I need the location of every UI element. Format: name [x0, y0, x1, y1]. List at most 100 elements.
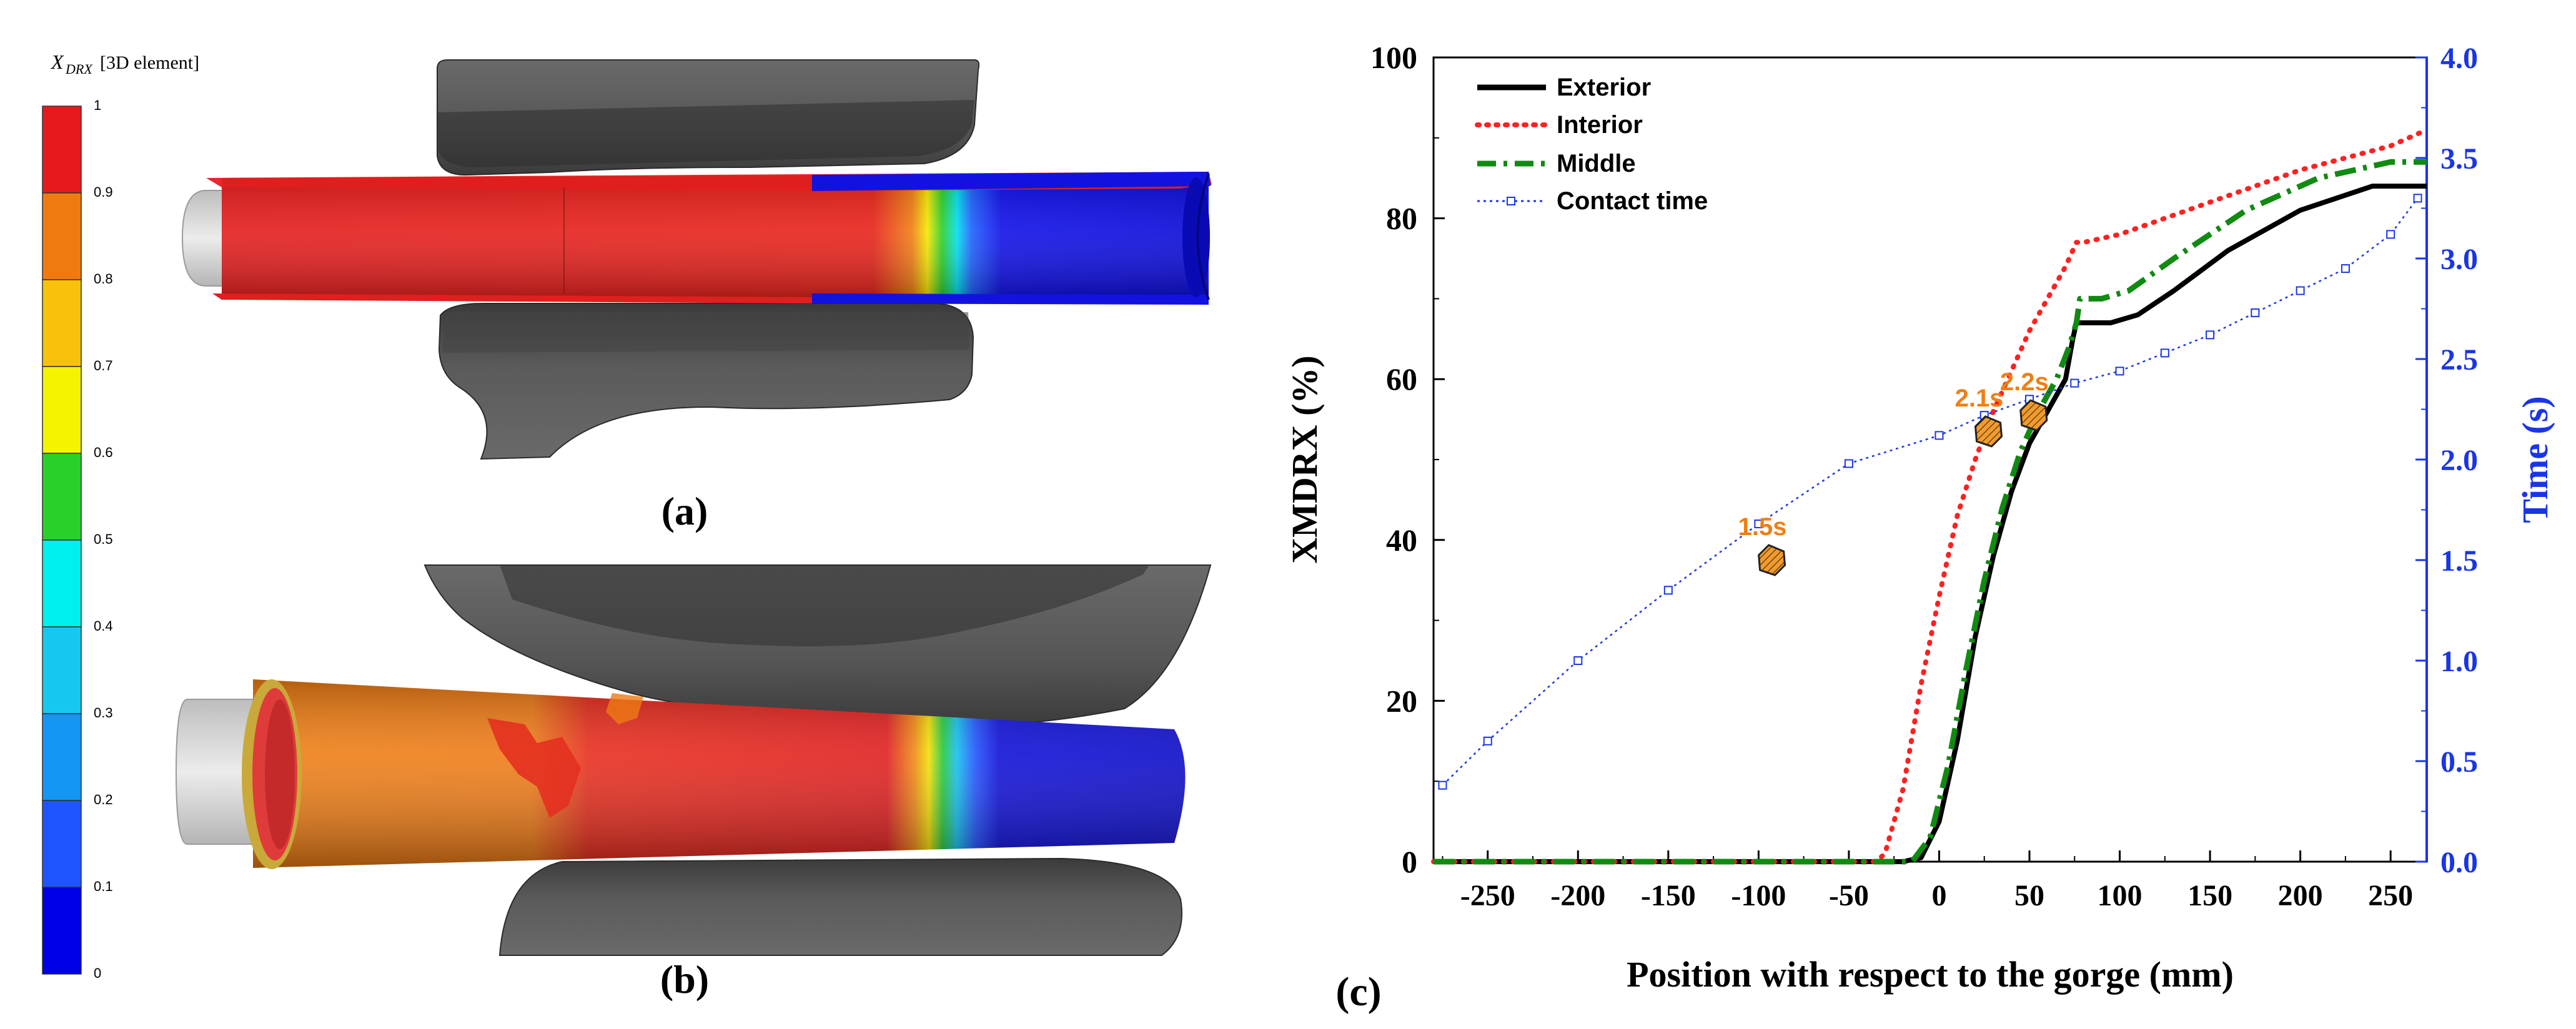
colorbar-segment: [42, 713, 82, 801]
colorbar-title-var: X: [50, 51, 64, 73]
contact-time-point: [1573, 656, 1583, 665]
y2-tick-label: 2.5: [2440, 343, 2478, 377]
series-line-contact-time: [1442, 197, 2419, 786]
contact-time-point: [2296, 286, 2305, 295]
colorbar-tick-label: 1: [94, 97, 101, 113]
contact-time-point: [2115, 367, 2124, 376]
roll-bottom-b: [498, 857, 1182, 956]
colorbar-segment: [42, 887, 82, 975]
roll-bottom-a-face: [442, 312, 969, 353]
x-tick-label: -250: [1460, 879, 1515, 912]
x-tick-label: 0: [1931, 879, 1946, 912]
legend: Exterior Interior Middle Contact time: [1475, 74, 1708, 215]
y-tick-label: 60: [1386, 362, 1417, 396]
tube-b-patch: [487, 718, 581, 818]
y2-tick-label: 4.0: [2440, 42, 2478, 75]
annotation-label: 1.5s: [1738, 513, 1787, 541]
x-tick-label: -200: [1550, 879, 1605, 912]
colorbar-tick-label: 0.7: [94, 358, 113, 373]
colorbar-segment: [42, 279, 82, 367]
colorbar: X DRX [3D element] 10.90.80.70.60.50.40.…: [42, 51, 199, 981]
series-layer: [1431, 127, 2429, 865]
colorbar-tick-label: 0.1: [94, 879, 113, 894]
mandrel-b: [175, 699, 263, 845]
tube-b-bore-shade: [265, 699, 295, 849]
roll-top-a-shadow: [437, 100, 974, 167]
panel-label-a: (a): [661, 489, 708, 533]
x-tick-label: -50: [1829, 879, 1869, 912]
x-axis: -250 -200 -150 -100 -50 0 50 100 150 200 250: [1442, 850, 2413, 912]
annotation-marker: [2019, 399, 2048, 431]
y2-tick-label: 2.0: [2440, 444, 2478, 477]
contact-time-point: [2070, 378, 2079, 388]
series-line-interior: [1431, 127, 2429, 864]
y-tick-label: 80: [1386, 201, 1417, 236]
annotation-marker: [1974, 415, 2003, 448]
colorbar-segment: [42, 539, 82, 628]
y-axis-left: 0 20 40 60 80 100: [1370, 40, 1445, 879]
series-line-middle: [1434, 159, 2427, 865]
y2-tick-label: 3.0: [2440, 243, 2478, 276]
tube-a-end-edge: [1196, 173, 1210, 300]
contact-time-point: [1754, 519, 1763, 529]
y2-tick-label: 3.5: [2440, 142, 2478, 175]
annotation-label: 2.2s: [2000, 368, 2049, 396]
colorbar-tick-label: 0.4: [94, 618, 113, 634]
legend-label-middle: Middle: [1557, 150, 1636, 177]
colorbar-segment: [42, 800, 82, 888]
contact-time-point: [2251, 308, 2260, 317]
colorbar-tick-label: 0.6: [94, 445, 113, 460]
y-axis-title: XMDRX (%): [1284, 355, 1325, 563]
x-tick-label: 50: [2014, 879, 2044, 912]
chart-c: -250 -200 -150 -100 -50 0 50 100 150 200 250 0 20 40…: [1284, 40, 2555, 1015]
colorbar-tick-label: 0.2: [94, 792, 113, 807]
annotations: 1.5s2.1s2.2s: [1738, 368, 2049, 576]
legend-label-exterior: Exterior: [1557, 74, 1651, 101]
colorbar-tick-label: 0.3: [94, 705, 113, 721]
x-tick-label: -100: [1731, 879, 1786, 912]
x-axis-title: Position with respect to the gorge (mm): [1627, 954, 2234, 995]
tube-b-patch-2: [606, 693, 643, 724]
x-tick-label: 250: [2368, 879, 2413, 912]
y2-tick-label: 0.5: [2440, 746, 2478, 779]
x-tick-label: 200: [2278, 879, 2323, 912]
contact-time-point: [2341, 264, 2350, 273]
x-tick-label: 150: [2187, 879, 2232, 912]
y-tick-label: 40: [1386, 523, 1417, 558]
tube-a-lip-bottom-blue: [812, 293, 1209, 305]
y2-axis-title: Time (s): [2515, 396, 2555, 523]
contact-time-point: [2160, 348, 2169, 358]
y-tick-label: 100: [1370, 40, 1417, 75]
colorbar-segment: [42, 106, 82, 194]
annotation-marker: [1758, 544, 1786, 576]
panel-a-render: (a): [181, 59, 1212, 533]
legend-label-contact: Contact time: [1557, 187, 1708, 215]
y-tick-label: 20: [1386, 683, 1417, 718]
roll-top-b-inner: [500, 565, 1149, 646]
colorbar-title-rest: [3D element]: [100, 52, 199, 73]
panel-b-render: (b): [175, 564, 1212, 1002]
colorbar-tick-label: 0: [94, 965, 101, 981]
x-tick-label: 100: [2098, 879, 2143, 912]
tube-a-shade: [222, 174, 1209, 300]
tube-b-shade: [253, 679, 1186, 868]
tube-a-end: [1182, 177, 1210, 297]
y2-tick-label: 1.0: [2440, 645, 2478, 678]
y2-tick-label: 0.0: [2440, 846, 2478, 879]
contact-time-point: [1934, 431, 1944, 440]
y-tick-label: 0: [1402, 844, 1417, 879]
legend-marker-contact: [1507, 197, 1515, 205]
x-tick-label: -150: [1641, 879, 1696, 912]
contact-time-point: [1438, 780, 1447, 790]
colorbar-segment: [42, 453, 82, 541]
panel-label-c: (c): [1335, 969, 1381, 1015]
colorbar-segment: [42, 626, 82, 714]
colorbar-title-sub: DRX: [65, 61, 93, 77]
panel-label-b: (b): [660, 957, 709, 1002]
contact-time-point: [1483, 736, 1492, 746]
colorbar-tick-label: 0.5: [94, 531, 113, 547]
contact-time-point: [2386, 230, 2395, 239]
series-line-exterior: [1434, 184, 2427, 864]
contact-time-point: [1663, 586, 1673, 595]
